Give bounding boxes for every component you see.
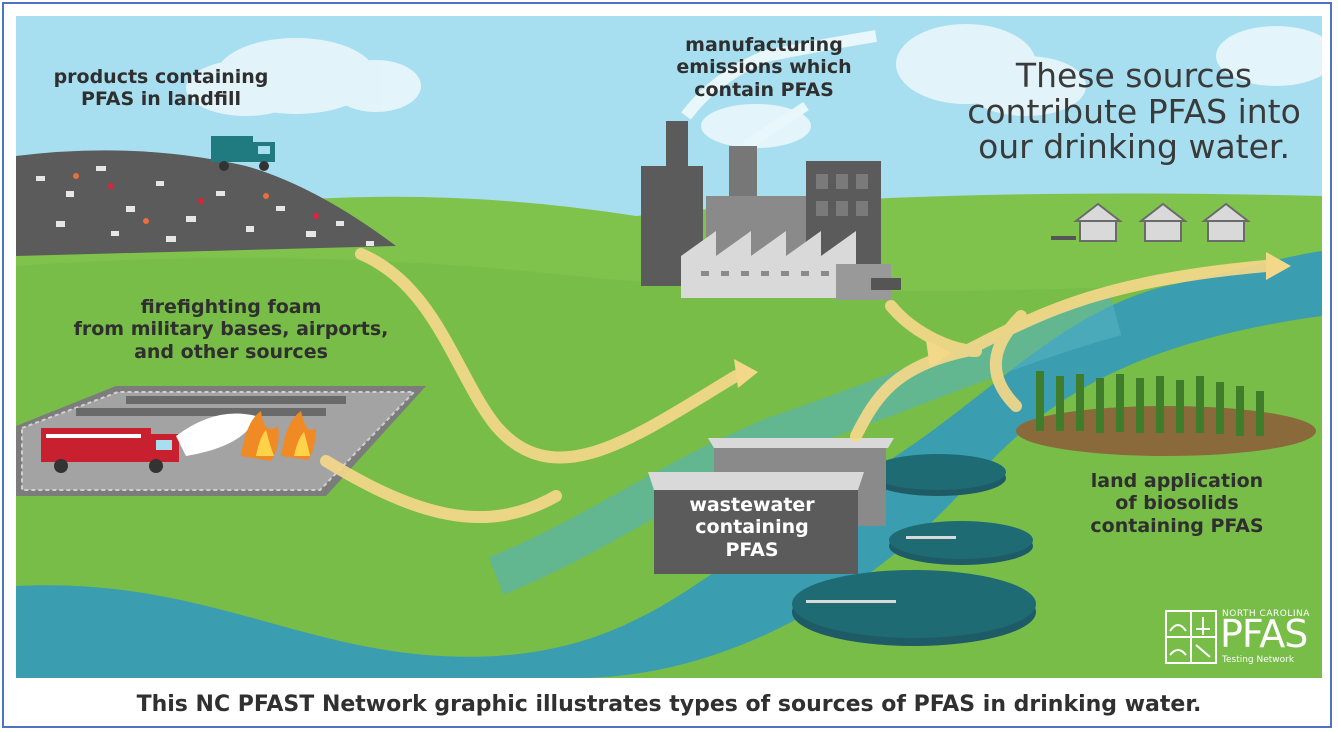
pfas-flow-arrows (320, 248, 1272, 524)
logo-mark-icon (1165, 610, 1217, 664)
garbage-truck (211, 136, 275, 171)
airfield-platform (16, 386, 426, 496)
flow-arrow-landfill (355, 248, 742, 464)
label-firefighting-foam: firefighting foam from military bases, a… (73, 296, 389, 363)
fire-truck (41, 428, 179, 473)
landfill (16, 136, 396, 256)
flames (241, 411, 316, 461)
houses (1051, 202, 1251, 242)
logo-subtitle: Testing Network (1222, 655, 1295, 665)
label-biosolids: land application of biosolids containing… (1090, 470, 1264, 537)
biosolids-crop-field (1016, 371, 1316, 456)
river-highlight (488, 296, 1122, 595)
headline: These sources contribute PFAS into our d… (967, 56, 1301, 167)
arrow-heads (734, 252, 1291, 388)
river (16, 251, 1322, 678)
logo-state-text: NORTH CAROLINA (1222, 609, 1310, 619)
factory (641, 30, 901, 300)
logo-name: PFAS (1220, 612, 1308, 656)
figure-caption: This NC PFAST Network graphic illustrate… (136, 692, 1202, 717)
nc-pfas-logo: NORTH CAROLINA PFAS Testing Network (1164, 607, 1314, 669)
flow-arrow-factory (885, 300, 982, 357)
label-manufacturing-emissions: manufacturing emissions which contain PF… (676, 34, 852, 101)
flow-arrow-foam (320, 455, 562, 524)
wastewater-plant (648, 438, 1036, 646)
flow-arrow-main (850, 260, 1272, 442)
label-landfill: products containing PFAS in landfill (53, 66, 269, 111)
foam-spray (176, 413, 256, 456)
label-wastewater: wastewater containing PFAS (689, 494, 815, 561)
pfas-sources-illustration (16, 16, 1322, 678)
flow-arrow-biosolids (989, 310, 1027, 412)
